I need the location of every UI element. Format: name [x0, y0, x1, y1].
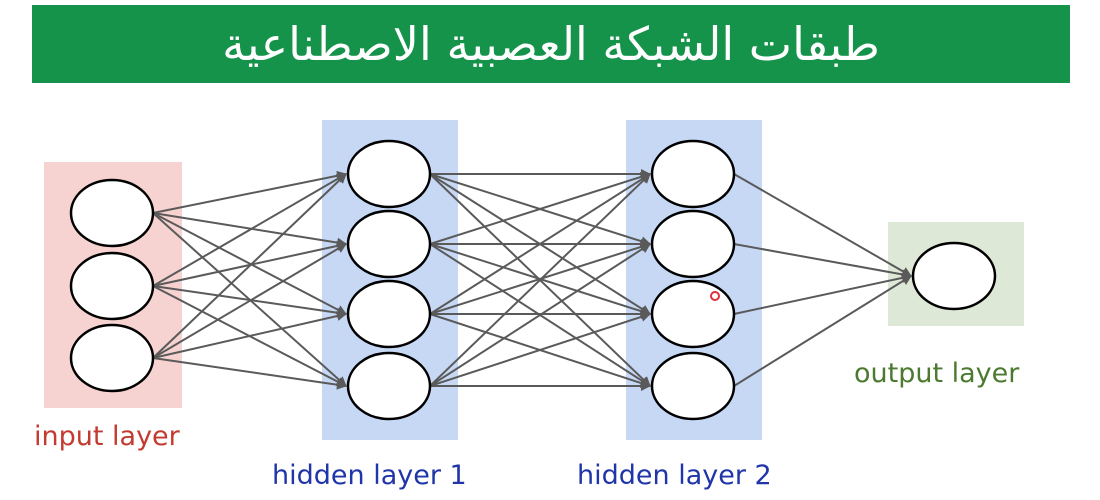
hidden-2-node-4 [650, 351, 736, 421]
input-layer-label: input layer [34, 421, 181, 452]
hidden-1-node-1 [346, 139, 432, 209]
hidden-2-node-3 [650, 279, 736, 349]
connection-hidden-2-4-to-output-1 [733, 275, 912, 387]
input-node-1 [69, 178, 155, 248]
connection-hidden-1-4-to-hidden-2-3 [429, 312, 651, 387]
output-layer-label: output layer [854, 358, 1020, 389]
input-node-2 [69, 251, 155, 321]
hidden-1-node-4 [346, 351, 432, 421]
input-node-3 [69, 323, 155, 393]
connection-hidden-2-3-to-output-1 [733, 273, 912, 315]
connection-hidden-1-4-to-hidden-2-2 [429, 243, 651, 387]
title-banner: طبقات الشبكة العصبية الاصطناعية [32, 5, 1070, 83]
connection-input-2-to-hidden-1-1 [152, 173, 347, 287]
connection-hidden-2-2-to-output-1 [733, 243, 912, 280]
connection-hidden-1-4-to-hidden-2-1 [429, 173, 651, 387]
connection-input-3-to-hidden-1-2 [152, 243, 347, 359]
cursor-marker [710, 291, 720, 301]
hidden-layer-2-label: hidden layer 2 [577, 460, 772, 491]
connections [152, 169, 912, 391]
connection-input-1-to-hidden-1-2 [152, 212, 347, 248]
connection-hidden-2-1-to-output-1 [733, 173, 912, 277]
hidden-1-node-2 [346, 209, 432, 279]
connection-hidden-1-2-to-hidden-2-1 [429, 171, 651, 245]
connection-hidden-1-3-to-hidden-2-1 [429, 173, 651, 315]
hidden-2-node-1 [650, 139, 736, 209]
connection-input-3-to-hidden-1-4 [152, 357, 347, 390]
hidden-1-node-3 [346, 279, 432, 349]
neurons [69, 139, 997, 421]
connection-input-1-to-hidden-1-1 [152, 170, 347, 214]
hidden-layer-1-label: hidden layer 1 [272, 460, 467, 491]
connection-input-1-to-hidden-1-3 [152, 212, 347, 315]
connection-input-3-to-hidden-1-1 [152, 173, 347, 359]
page-title: طبقات الشبكة العصبية الاصطناعية [222, 17, 880, 71]
output-node-1 [911, 241, 997, 311]
hidden-2-node-2 [650, 209, 736, 279]
connection-input-3-to-hidden-1-3 [152, 311, 347, 359]
